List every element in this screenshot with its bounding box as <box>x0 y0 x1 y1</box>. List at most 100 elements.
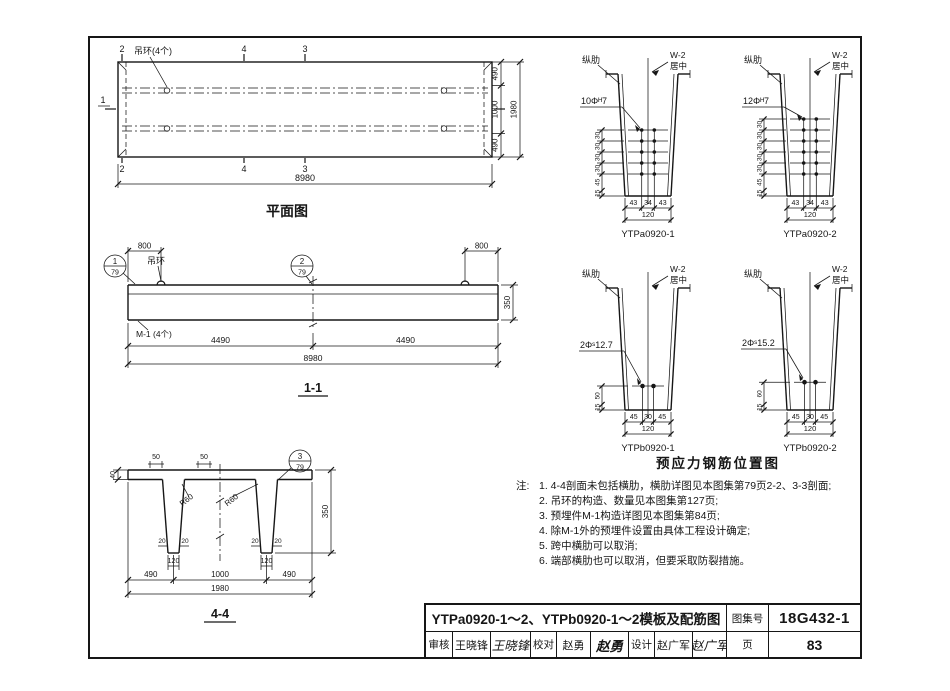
detail-callout <box>290 254 314 285</box>
dim-label: 50 <box>594 392 601 400</box>
dim-label: 43 <box>821 200 829 207</box>
dim-label: 20 <box>274 538 282 545</box>
rib-label: 纵肋 <box>744 55 762 65</box>
section-mark: 1 <box>100 95 105 105</box>
dim-label: 34 <box>806 200 814 207</box>
dim-label: 30 <box>594 154 601 162</box>
rib-centerlines <box>122 56 488 132</box>
bars-label: 10Φᴴ7 <box>581 96 607 106</box>
dim-label: 30 <box>756 154 763 162</box>
note-line: 1. 4-4剖面未包括横肋，横肋详图见本图集第79页2-2、3-3剖面; <box>539 480 832 492</box>
designer-signature: 赵广军 <box>692 632 726 657</box>
centered-label: 居中 <box>670 275 687 285</box>
section-cut-marks <box>98 54 505 163</box>
lifting-hook-icon <box>163 125 171 132</box>
section-1-1-caption: 1-1 <box>304 381 322 395</box>
dim-label: 30 <box>594 165 601 173</box>
lifting-hook-icon <box>440 125 448 132</box>
dim-label: 30 <box>806 414 814 421</box>
embed-plate-label: M-1 (4个) <box>136 329 172 339</box>
dim-label: 30 <box>756 143 763 151</box>
double-tee-outline <box>127 464 313 561</box>
dim-label: 30 <box>594 143 601 151</box>
reviewer-signature: 王晓锋 <box>490 632 530 657</box>
dim-label: 120 <box>804 424 817 433</box>
dim-label: 45 <box>594 178 601 186</box>
callout-sheet: 79 <box>111 270 119 277</box>
beam-outline <box>127 276 499 330</box>
dim-label: 30 <box>644 414 652 421</box>
prestress-wires <box>790 117 830 211</box>
rib-detail-ytpa0920-1: 纵肋 W-2 居中 10Φᴴ7 30 30 30 30 45 15 43 34 … <box>580 50 691 240</box>
dim-label: 490 <box>491 66 500 80</box>
reviewer-name: 王晓锋 <box>452 632 490 657</box>
centered-label: 居中 <box>832 61 849 71</box>
plan-caption: 平面图 <box>266 203 308 219</box>
notes-block: 注: 1. 4-4剖面未包括横肋，横肋详图见本图集第79页2-2、3-3剖面; … <box>516 479 862 569</box>
dim-label: 120 <box>804 210 817 219</box>
w2-label: W-2 <box>670 264 686 274</box>
note-line: 3. 预埋件M-1构造详图见本图集第84页; <box>539 510 720 522</box>
dim-label: 15 <box>594 403 601 411</box>
dim-label: 20 <box>181 538 189 545</box>
drawing-title: YTPa0920-1～2、YTPb0920-1～2模板及配筋图 <box>431 612 721 627</box>
note-line: 4. 除M-1外的预埋件设置由具体工程设计确定; <box>539 525 751 537</box>
detail-caption: YTPa0920-1 <box>621 229 674 240</box>
sheet-border-frame <box>88 36 862 659</box>
rib-label: 纵肋 <box>744 269 762 279</box>
note-line: 5. 跨中横肋可以取消; <box>539 540 638 552</box>
dim-label: 120 <box>642 210 655 219</box>
checker-signature: 赵勇 <box>590 632 628 657</box>
detail-dimensions <box>579 275 675 438</box>
section-mark: 4 <box>241 44 246 54</box>
dim-label: 15 <box>594 189 601 197</box>
dim-label: 1000 <box>211 570 229 579</box>
dim-label: 43 <box>792 200 800 207</box>
callout-sheet: 79 <box>298 270 306 277</box>
section-1-1-drawing: 1 79 2 79 <box>103 242 518 397</box>
section-mark: 2 <box>119 44 124 54</box>
dim-label: 60 <box>756 390 763 398</box>
dim-label: 30 <box>756 165 763 173</box>
detail-caption: YTPb0920-2 <box>783 443 836 454</box>
review-label: 审核 <box>428 639 450 651</box>
note-line: 6. 端部横肋也可以取消，但要采取防裂措施。 <box>539 555 751 567</box>
dim-label: 20 <box>251 538 259 545</box>
hooks-label: 吊环(4个) <box>134 46 172 56</box>
note-line: 2. 吊环的构造、数量见本图集第127页; <box>539 495 719 507</box>
dim-label: 1980 <box>211 584 229 593</box>
w2-label: W-2 <box>670 50 686 60</box>
rib-detail-ytpb0920-1: 纵肋 W-2 居中 2Φˢ12.7 50 15 45 30 45 120 YTP… <box>579 264 691 454</box>
section-4-4-caption: 4-4 <box>211 607 229 621</box>
dim-label: 1000 <box>491 100 500 118</box>
detail-dimensions <box>742 61 837 224</box>
rib-label: 纵肋 <box>582 55 600 65</box>
dim-label: 120 <box>642 424 655 433</box>
title-block: YTPa0920-1～2、YTPb0920-1～2模板及配筋图 图集号 18G4… <box>424 603 860 657</box>
hook-label: 吊环 <box>147 256 165 266</box>
section-mark: 3 <box>302 44 307 54</box>
section-mark: 4 <box>241 164 246 174</box>
prestress-wires <box>628 128 668 211</box>
atlas-number-label: 图集号 <box>726 605 768 631</box>
dim-label: 15 <box>756 189 763 197</box>
dim-label: 50 <box>200 454 208 461</box>
plan-outline <box>117 61 493 158</box>
dim-label: 40 <box>110 471 117 479</box>
centered-label: 居中 <box>832 275 849 285</box>
bars-label: 12Φᴴ7 <box>743 96 769 106</box>
rib-detail-ytpa0920-2: 纵肋 W-2 居中 12Φᴴ7 30 30 30 30 30 45 15 43 … <box>742 50 853 240</box>
page-number: 83 <box>768 632 860 657</box>
dim-label: 490 <box>283 570 297 579</box>
design-label: 设计 <box>628 632 654 657</box>
dim-label: 45 <box>756 178 763 186</box>
callout-number: 1 <box>113 257 118 266</box>
detail-caption: YTPa0920-2 <box>783 229 836 240</box>
dim-label: 43 <box>630 200 638 207</box>
dim-label: 490 <box>491 138 500 152</box>
dim-label: 120 <box>168 558 180 565</box>
detail-callout <box>103 254 136 285</box>
rib-outline <box>767 272 853 418</box>
rib-outline <box>605 272 691 418</box>
